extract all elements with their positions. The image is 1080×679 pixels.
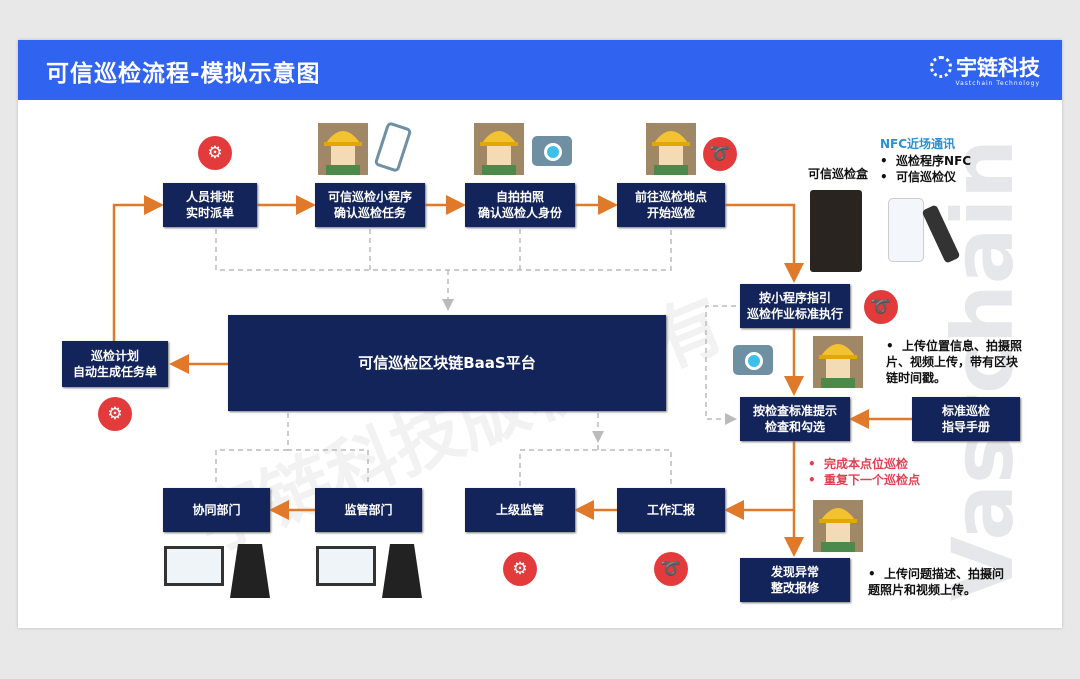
flow-arrows [112, 195, 912, 557]
logo-icon [930, 56, 952, 78]
complete-note: • 重复下一个巡检点 [808, 473, 921, 487]
box-line: 自拍拍照 [495, 190, 544, 204]
complete-note: • 完成本点位巡检 [808, 457, 909, 471]
box-line: 监管部门 [344, 503, 393, 517]
box-line: 协同部门 [192, 503, 241, 517]
box-line: 标准巡检 [941, 404, 990, 418]
box-check: 按检查标准提示检查和勾选 [740, 397, 850, 441]
box-miniapp: 可信巡检小程序确认巡检任务 [315, 183, 425, 227]
box-supervise: 监管部门 [315, 488, 422, 532]
worker-avatar-icon [474, 123, 524, 175]
camera-icon [733, 345, 773, 375]
box-guide: 按小程序指引巡检作业标准执行 [740, 284, 850, 328]
box-schedule: 人员排班实时派单 [163, 183, 257, 227]
worker-avatar-icon [813, 500, 863, 552]
upload-note-text: 上传位置信息、拍摄照片、视频上传，带有区块链时间戳。 [886, 339, 1023, 385]
box-line: 检查和勾选 [764, 420, 825, 434]
box-line: 按小程序指引 [758, 291, 831, 305]
box-platform: 可信巡检区块链BaaS平台 [228, 315, 666, 411]
box-selfie: 自拍拍照确认巡检人身份 [465, 183, 575, 227]
nfc-item: • 巡检程序NFC [880, 154, 972, 168]
box-superior: 上级监管 [465, 488, 575, 532]
box-line: 按检查标准提示 [752, 404, 837, 418]
box-line: 可信巡检小程序 [327, 190, 412, 204]
monitor-icon [164, 546, 224, 586]
dispatch-icon: ⚙ [98, 397, 132, 431]
logo-subtitle: Vastchain Technology [955, 80, 1040, 87]
box-line: 指导手册 [941, 420, 990, 434]
complete-note-text: 完成本点位巡检 [824, 457, 909, 471]
nfc-title: NFC近场通讯 [880, 137, 956, 151]
worker-avatar-icon [813, 336, 863, 388]
box-line: 确认巡检任务 [333, 206, 406, 220]
box-line: 自动生成任务单 [72, 365, 157, 379]
nfc-item-text: 可信巡检仪 [896, 170, 957, 184]
box-line: 前往巡检地点 [634, 190, 707, 204]
box-line: 发现异常 [770, 565, 819, 579]
box-line: 上级监管 [495, 503, 544, 517]
issue-note: • 上传问题描述、拍摄问题照片和视频上传。 [868, 567, 1005, 597]
camera-icon [532, 136, 572, 166]
dispatch-icon: ⚙ [198, 136, 232, 170]
nfc-box-label: 可信巡检盒 [808, 167, 869, 181]
box-issue: 发现异常整改报修 [740, 558, 850, 602]
location-icon: ➰ [703, 137, 737, 171]
box-manual: 标准巡检指导手册 [912, 397, 1020, 441]
box-line: 确认巡检人身份 [477, 206, 562, 220]
upload-note: • 上传位置信息、拍摄照片、视频上传，带有区块链时间戳。 [886, 339, 1023, 385]
box-line: 工作汇报 [646, 503, 695, 517]
box-line: 开始巡检 [646, 206, 695, 220]
issue-note-text: 上传问题描述、拍摄问题照片和视频上传。 [868, 567, 1005, 597]
worker-avatar-icon [318, 123, 368, 175]
phone-device-icon [888, 198, 924, 262]
box-goto: 前往巡检地点开始巡检 [617, 183, 725, 227]
box-line: 整改报修 [770, 581, 819, 595]
nfc-item: • 可信巡检仪 [880, 170, 957, 184]
inspection-box-device-icon [810, 190, 862, 272]
box-line: 巡检计划 [90, 349, 139, 363]
worker-avatar-icon [646, 123, 696, 175]
logo-text: 宇链科技 [956, 56, 1040, 80]
box-line: 可信巡检区块链BaaS平台 [358, 354, 536, 372]
box-coop: 协同部门 [163, 488, 270, 532]
nfc-item-text: 巡检程序NFC [896, 154, 972, 168]
page-title: 可信巡检流程-模拟示意图 [46, 61, 321, 87]
box-line: 实时派单 [185, 206, 234, 220]
location-icon: ➰ [654, 552, 688, 586]
dispatch-icon: ⚙ [503, 552, 537, 586]
monitor-icon [316, 546, 376, 586]
box-plan: 巡检计划自动生成任务单 [62, 341, 168, 387]
box-report: 工作汇报 [617, 488, 725, 532]
box-line: 巡检作业标准执行 [746, 307, 843, 321]
complete-note-text: 重复下一个巡检点 [824, 473, 921, 487]
box-line: 人员排班 [185, 190, 234, 204]
location-icon: ➰ [864, 290, 898, 324]
